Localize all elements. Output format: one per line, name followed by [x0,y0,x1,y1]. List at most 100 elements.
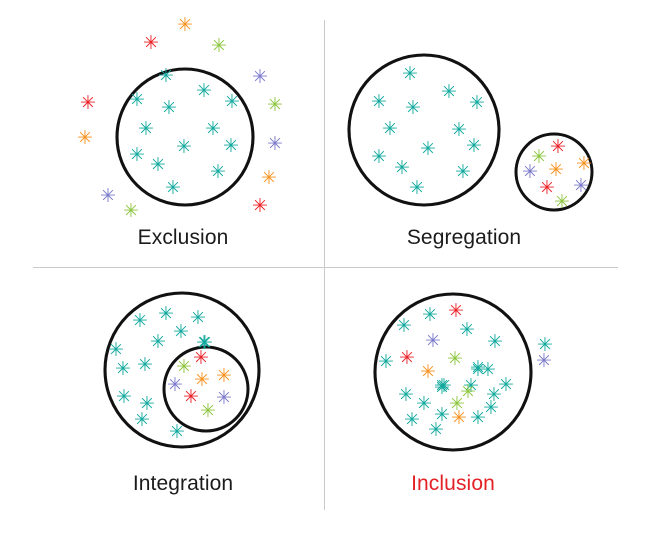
six-pointed-asterisk-orange: ✳ [177,14,193,36]
six-pointed-asterisk-teal: ✳ [396,315,412,337]
six-pointed-asterisk-teal: ✳ [405,97,421,119]
inclusion-stars-inside: ✳✳✳✳✳✳✳✳✳✳✳✳✳✳✳✳✳✳✳✳✳✳✳✳✳✳✳✳✳✳✳ [378,300,553,441]
label-exclusion: Exclusion [138,226,229,249]
six-pointed-asterisk-purple: ✳ [216,387,232,409]
six-pointed-asterisk-orange: ✳ [548,159,564,181]
label-inclusion: Inclusion [411,472,495,495]
six-pointed-asterisk-red: ✳ [252,195,268,217]
six-pointed-asterisk-teal: ✳ [115,358,131,380]
six-pointed-asterisk-teal: ✳ [434,375,450,397]
six-pointed-asterisk-teal: ✳ [223,135,239,157]
six-pointed-asterisk-teal: ✳ [137,354,153,376]
six-pointed-asterisk-teal: ✳ [138,118,154,140]
six-pointed-asterisk-teal: ✳ [487,331,503,353]
label-integration: Integration [133,472,233,495]
six-pointed-asterisk-orange: ✳ [420,361,436,383]
six-pointed-asterisk-teal: ✳ [537,334,553,356]
six-pointed-asterisk-red: ✳ [183,386,199,408]
six-pointed-asterisk-teal: ✳ [409,177,425,199]
six-pointed-asterisk-teal: ✳ [224,91,240,113]
six-pointed-asterisk-teal: ✳ [416,393,432,415]
six-pointed-asterisk-purple: ✳ [267,133,283,155]
six-pointed-asterisk-teal: ✳ [463,375,479,397]
six-pointed-asterisk-purple: ✳ [425,330,441,352]
six-pointed-asterisk-teal: ✳ [197,332,213,354]
six-pointed-asterisk-teal: ✳ [158,303,174,325]
exclusion-stars-outside: ✳✳✳✳✳✳✳✳✳✳✳✳ [77,14,283,222]
six-pointed-asterisk-teal: ✳ [455,161,471,183]
six-pointed-asterisk-teal: ✳ [190,307,206,329]
six-pointed-asterisk-purple: ✳ [100,185,116,207]
segregation-minority-circle [514,132,594,212]
six-pointed-asterisk-orange: ✳ [576,153,592,175]
six-pointed-asterisk-teal: ✳ [129,144,145,166]
six-pointed-asterisk-teal: ✳ [161,97,177,119]
six-pointed-asterisk-red: ✳ [399,347,415,369]
six-pointed-asterisk-purple: ✳ [252,66,268,88]
six-pointed-asterisk-green: ✳ [531,146,547,168]
integration-stars-inside: ✳✳✳✳✳✳✳✳✳✳✳✳✳✳✳✳✳✳✳✳✳✳ [108,303,232,443]
quadrants-layer: ✳✳✳✳✳✳✳✳✳✳✳✳✳✳✳✳✳✳✳✳✳✳✳✳✳Exclusion✳✳✳✳✳✳… [77,14,594,495]
quadrant-inclusion: ✳✳✳✳✳✳✳✳✳✳✳✳✳✳✳✳✳✳✳✳✳✳✳✳✳✳✳✳✳✳✳ Inclusion [373,292,553,495]
six-pointed-asterisk-teal: ✳ [470,359,486,381]
six-pointed-asterisk-teal: ✳ [402,63,418,85]
six-pointed-asterisk-orange: ✳ [451,407,467,429]
label-segregation: Segregation [407,226,521,249]
six-pointed-asterisk-teal: ✳ [404,409,420,431]
six-pointed-asterisk-teal: ✳ [398,384,414,406]
six-pointed-asterisk-green: ✳ [176,356,192,378]
six-pointed-asterisk-teal: ✳ [150,154,166,176]
six-pointed-asterisk-teal: ✳ [108,339,124,361]
six-pointed-asterisk-red: ✳ [193,347,209,369]
six-pointed-asterisk-teal: ✳ [466,135,482,157]
six-pointed-asterisk-teal: ✳ [173,321,189,343]
six-pointed-asterisk-purple: ✳ [167,374,183,396]
six-pointed-asterisk-teal: ✳ [371,146,387,168]
six-pointed-asterisk-teal: ✳ [434,404,450,426]
six-pointed-asterisk-teal: ✳ [132,310,148,332]
six-pointed-asterisk-teal: ✳ [420,138,436,160]
six-pointed-asterisk-teal: ✳ [158,65,174,87]
six-pointed-asterisk-green: ✳ [447,348,463,370]
six-pointed-asterisk-green: ✳ [211,35,227,57]
segregation-majority-circle [347,53,501,207]
six-pointed-asterisk-purple: ✳ [536,350,552,372]
six-pointed-asterisk-teal: ✳ [129,89,145,111]
six-pointed-asterisk-teal: ✳ [205,118,221,140]
six-pointed-asterisk-teal: ✳ [165,177,181,199]
six-pointed-asterisk-teal: ✳ [434,377,450,399]
six-pointed-asterisk-teal: ✳ [470,407,486,429]
six-pointed-asterisk-teal: ✳ [422,304,438,326]
six-pointed-asterisk-teal: ✳ [428,419,444,441]
six-pointed-asterisk-teal: ✳ [378,351,394,373]
six-pointed-asterisk-teal: ✳ [441,81,457,103]
six-pointed-asterisk-red: ✳ [550,136,566,158]
six-pointed-asterisk-green: ✳ [460,381,476,403]
six-pointed-asterisk-green: ✳ [123,200,139,222]
quadrant-exclusion: ✳✳✳✳✳✳✳✳✳✳✳✳✳✳✳✳✳✳✳✳✳✳✳✳✳Exclusion [77,14,283,249]
six-pointed-asterisk-teal: ✳ [498,374,514,396]
six-pointed-asterisk-red: ✳ [539,177,555,199]
six-pointed-asterisk-teal: ✳ [116,386,132,408]
six-pointed-asterisk-red: ✳ [143,32,159,54]
six-pointed-asterisk-orange: ✳ [261,167,277,189]
integration-inner-circle [162,345,250,433]
inclusion-main-circle [373,292,533,452]
six-pointed-asterisk-teal: ✳ [480,359,496,381]
six-pointed-asterisk-teal: ✳ [169,421,185,443]
six-pointed-asterisk-teal: ✳ [486,384,502,406]
six-pointed-asterisk-teal: ✳ [196,80,212,102]
six-pointed-asterisk-teal: ✳ [371,91,387,113]
six-pointed-asterisk-teal: ✳ [382,118,398,140]
integration-outer-circle [103,291,261,449]
six-pointed-asterisk-purple: ✳ [522,161,538,183]
six-pointed-asterisk-red: ✳ [448,300,464,322]
exclusion-stars-inside: ✳✳✳✳✳✳✳✳✳✳✳✳✳ [129,65,240,199]
six-pointed-asterisk-orange: ✳ [216,365,232,387]
six-pointed-asterisk-teal: ✳ [134,409,150,431]
quadrant-integration: ✳✳✳✳✳✳✳✳✳✳✳✳✳✳✳✳✳✳✳✳✳✳ Integration [103,291,261,495]
six-pointed-asterisk-teal: ✳ [436,375,452,397]
six-pointed-asterisk-teal: ✳ [394,157,410,179]
